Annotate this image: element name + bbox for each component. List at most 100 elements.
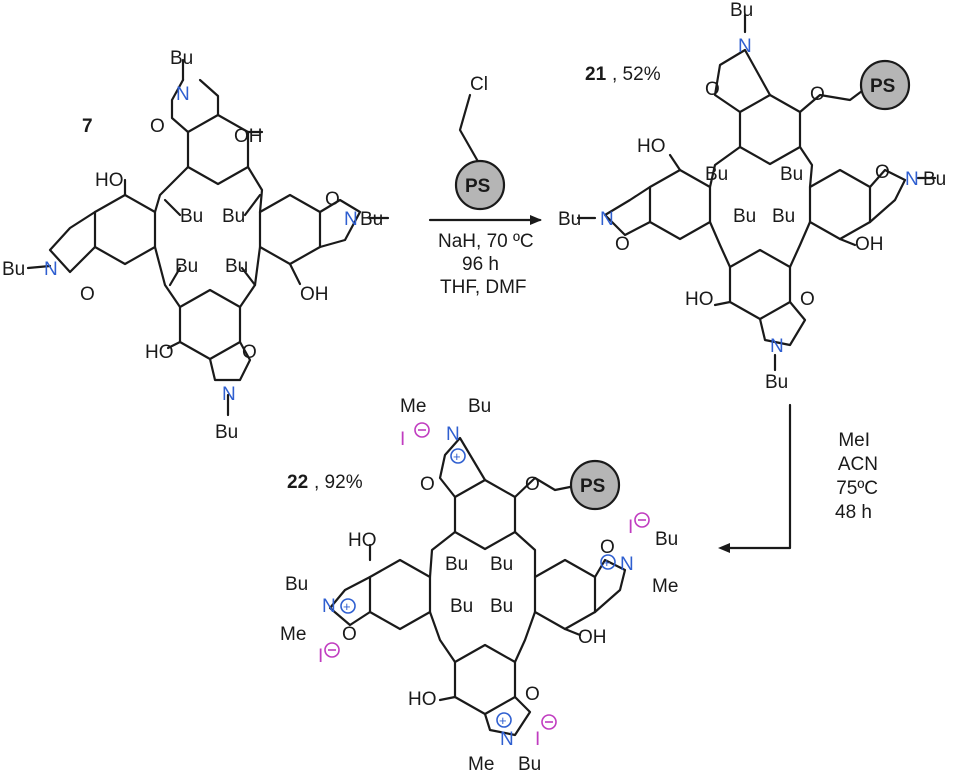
nitrogen-label: N bbox=[322, 596, 336, 617]
compound-21: 21 , 52% PS Bu N O O HO Bu N O O N bbox=[558, 0, 946, 393]
butyl-bond bbox=[26, 264, 52, 270]
oxygen-label: O bbox=[242, 342, 257, 363]
compound-7: 7 Bu bbox=[2, 48, 390, 443]
hydroxyl-label: OH bbox=[855, 234, 884, 255]
aryl-ring bbox=[93, 193, 157, 266]
hydroxyl-label: HO bbox=[145, 342, 174, 363]
oxazine-ring bbox=[198, 78, 220, 117]
aryl-ring bbox=[738, 93, 802, 166]
methylene-bridge bbox=[708, 220, 732, 269]
hydroxyl-label: HO bbox=[637, 136, 666, 157]
aryl-ring bbox=[808, 168, 872, 241]
oxygen-label: O bbox=[525, 474, 540, 495]
aryl-ring bbox=[258, 193, 322, 266]
plus-sign: + bbox=[499, 713, 507, 728]
hydroxyl-bond bbox=[668, 153, 682, 172]
oxygen-label: O bbox=[325, 189, 340, 210]
hydroxyl-bond bbox=[288, 262, 302, 286]
oxygen-label: O bbox=[875, 162, 890, 183]
minus-charge-icon bbox=[324, 642, 340, 658]
arrow-head bbox=[718, 543, 730, 553]
arrow-head bbox=[530, 215, 542, 225]
nitrogen-label: N bbox=[446, 424, 460, 445]
hydroxyl-bond bbox=[166, 340, 182, 350]
compound-21-yield: , 52% bbox=[612, 64, 661, 85]
inner-butyl-label: Bu bbox=[490, 596, 513, 617]
methyl-label: Me bbox=[280, 624, 306, 645]
oxygen-label: O bbox=[615, 234, 630, 255]
condition-text: 75ºC bbox=[836, 478, 878, 499]
oxazine-ring bbox=[603, 185, 652, 237]
inner-butyl-label: Bu bbox=[772, 206, 795, 227]
methylene-bridge bbox=[153, 245, 182, 309]
butyl-label: Bu bbox=[518, 754, 541, 775]
oxazine-ring bbox=[328, 575, 372, 627]
nitrogen-label: N bbox=[344, 209, 358, 230]
iodide-label: I bbox=[535, 729, 540, 750]
methylene-bridge bbox=[428, 610, 457, 664]
aryl-ring bbox=[728, 248, 792, 321]
oxygen-label: O bbox=[420, 474, 435, 495]
butyl-label: Bu bbox=[655, 529, 678, 550]
oxazine-ring bbox=[758, 300, 807, 347]
hydroxyl-bond bbox=[438, 695, 457, 702]
methylene-bridge bbox=[153, 165, 190, 214]
hydroxyl-label: OH bbox=[300, 284, 329, 305]
butyl-label: Bu bbox=[468, 396, 491, 417]
nitrogen-label: N bbox=[770, 336, 784, 357]
butyl-label: Bu bbox=[170, 48, 193, 69]
nitrogen-label: N bbox=[44, 259, 58, 280]
inner-butyl-bond bbox=[240, 266, 257, 287]
aryl-ring bbox=[533, 558, 597, 631]
plus-sign: + bbox=[453, 449, 461, 464]
methylene-bridge bbox=[708, 145, 742, 189]
oxazine-ring bbox=[713, 48, 772, 114]
nitrogen-label: N bbox=[500, 729, 514, 750]
methylene-bridge bbox=[788, 220, 812, 269]
aryl-ring bbox=[648, 168, 712, 241]
nitrogen-label: N bbox=[600, 209, 614, 230]
condition-text: THF, DMF bbox=[440, 277, 527, 298]
inner-butyl-label: Bu bbox=[175, 256, 198, 277]
condition-text: 96 h bbox=[462, 254, 499, 275]
compound-22-yield: , 92% bbox=[314, 472, 363, 493]
nitrogen-label: N bbox=[222, 384, 236, 405]
inner-butyl-label: Bu bbox=[733, 206, 756, 227]
hydroxyl-bond bbox=[563, 627, 582, 637]
inner-butyl-label: Bu bbox=[222, 206, 245, 227]
hydroxyl-label: HO bbox=[348, 530, 377, 551]
hydroxyl-label: OH bbox=[578, 627, 607, 648]
inner-butyl-bond bbox=[163, 198, 182, 217]
methylene-bridge bbox=[513, 530, 537, 579]
iodide-label: I bbox=[628, 517, 633, 538]
butyl-label: Bu bbox=[923, 169, 946, 190]
linker-bond bbox=[798, 83, 872, 114]
plus-charge-icon bbox=[600, 554, 616, 570]
chlorine-label: Cl bbox=[470, 74, 488, 95]
polystyrene-bead bbox=[454, 159, 506, 211]
hydroxyl-bond bbox=[713, 300, 732, 307]
linker-bond bbox=[513, 476, 582, 499]
step-2: MeI ACN 75ºC 48 h bbox=[718, 403, 878, 553]
nitrogen-label: N bbox=[620, 554, 634, 575]
aryl-ring bbox=[453, 478, 517, 551]
aryl-ring bbox=[453, 643, 517, 716]
step-1: Cl PS NaH, 70 ºC 96 h THF, DMF bbox=[428, 74, 542, 298]
hydroxyl-bond bbox=[838, 237, 857, 247]
butyl-label: Bu bbox=[765, 372, 788, 393]
minus-charge-icon bbox=[541, 714, 557, 730]
inner-butyl-label: Bu bbox=[705, 164, 728, 185]
methylene-bridge bbox=[513, 610, 537, 664]
hydroxyl-label: OH bbox=[234, 126, 263, 147]
oxygen-label: O bbox=[600, 537, 615, 558]
methyl-label: Me bbox=[400, 396, 426, 417]
inner-butyl-bond bbox=[243, 193, 262, 217]
condition-text: MeI bbox=[838, 430, 870, 451]
oxygen-label: O bbox=[705, 79, 720, 100]
aryl-ring bbox=[178, 288, 242, 361]
plus-sign: + bbox=[603, 555, 611, 570]
inner-butyl-label: Bu bbox=[780, 164, 803, 185]
ps-label: PS bbox=[580, 476, 605, 497]
reaction-arrow bbox=[723, 403, 792, 550]
butyl-label: Bu bbox=[215, 422, 238, 443]
